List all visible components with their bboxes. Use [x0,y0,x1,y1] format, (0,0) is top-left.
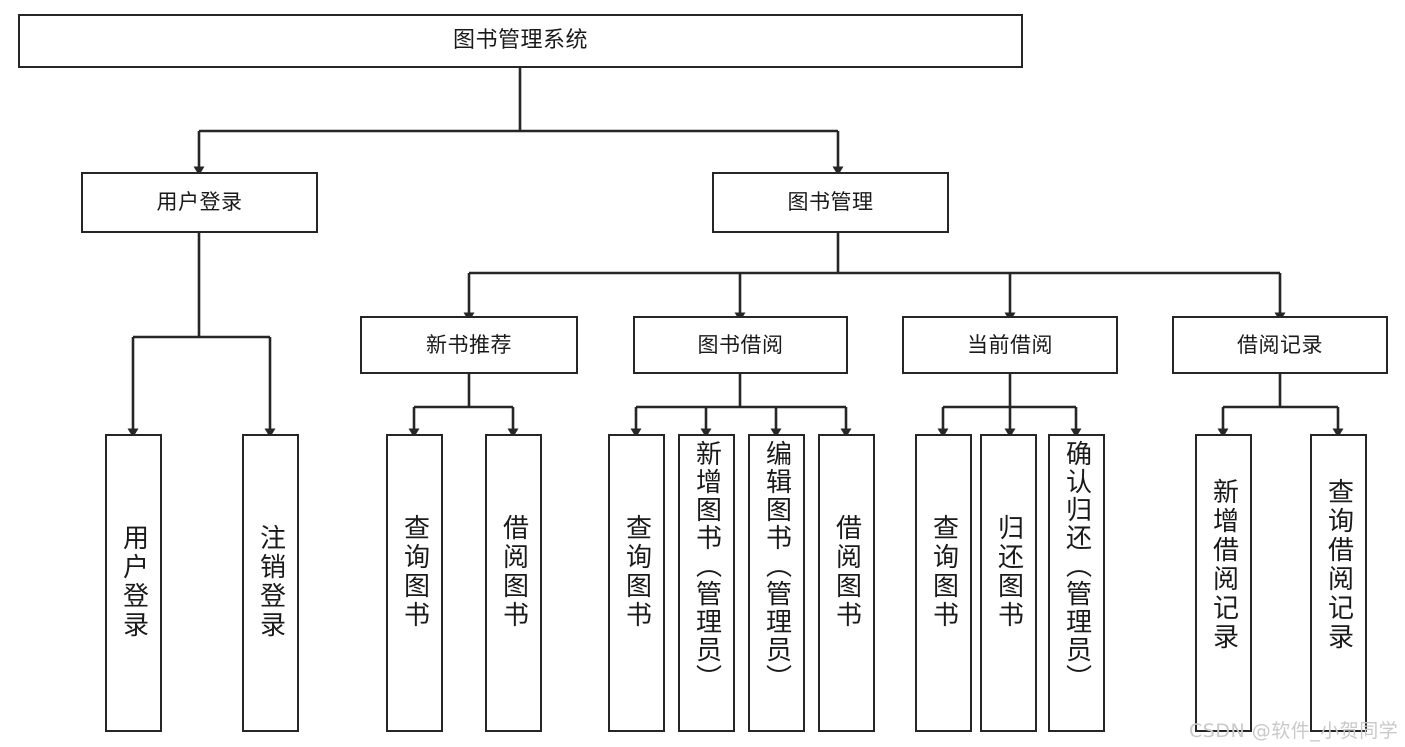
node-root-library-system[interactable]: 图书管理系统 [18,14,1023,68]
node-label: 新增借阅记录 [1208,478,1239,652]
leaf-logout[interactable]: 注销登录 [242,434,299,732]
leaf-query-book-new[interactable]: 查询图书 [386,434,443,732]
node-label: 编辑图书（管理员） [761,440,792,692]
leaf-query-book-current[interactable]: 查询图书 [915,434,972,732]
node-label: 当前借阅 [967,332,1053,357]
leaf-query-borrow-record[interactable]: 查询借阅记录 [1310,434,1367,732]
leaf-query-book-borrow[interactable]: 查询图书 [608,434,665,732]
node-label: 查询图书 [399,514,430,630]
leaf-confirm-return-admin[interactable]: 确认归还（管理员） [1048,434,1105,732]
node-current-borrow[interactable]: 当前借阅 [902,316,1118,374]
node-label: 归还图书 [993,514,1024,630]
node-label: 查询图书 [621,514,652,630]
leaf-add-book-admin[interactable]: 新增图书（管理员） [678,434,735,732]
node-new-book-recommend[interactable]: 新书推荐 [360,316,578,374]
node-label: 注销登录 [255,524,286,640]
node-label: 用户登录 [118,524,149,640]
leaf-edit-book-admin[interactable]: 编辑图书（管理员） [748,434,805,732]
leaf-add-borrow-record[interactable]: 新增借阅记录 [1195,434,1252,732]
node-label: 新书推荐 [426,332,512,357]
node-book-management[interactable]: 图书管理 [712,172,949,233]
node-label: 图书管理 [787,190,874,215]
leaf-user-login[interactable]: 用户登录 [105,434,162,732]
node-label: 确认归还（管理员） [1061,440,1092,692]
node-label: 借阅记录 [1237,332,1323,357]
leaf-borrow-book[interactable]: 借阅图书 [818,434,875,732]
node-label: 图书借阅 [697,332,784,357]
node-label: 借阅图书 [498,514,529,630]
node-book-borrow[interactable]: 图书借阅 [633,316,848,374]
leaf-return-book[interactable]: 归还图书 [980,434,1037,732]
node-label: 新增图书（管理员） [691,440,722,692]
node-label: 图书管理系统 [452,28,588,54]
node-user-login[interactable]: 用户登录 [81,172,318,233]
node-label: 借阅图书 [831,514,862,630]
leaf-borrow-book-new[interactable]: 借阅图书 [485,434,542,732]
node-label: 查询图书 [928,514,959,630]
node-borrow-record[interactable]: 借阅记录 [1172,316,1388,374]
node-label: 用户登录 [156,190,243,215]
node-label: 查询借阅记录 [1323,478,1354,652]
